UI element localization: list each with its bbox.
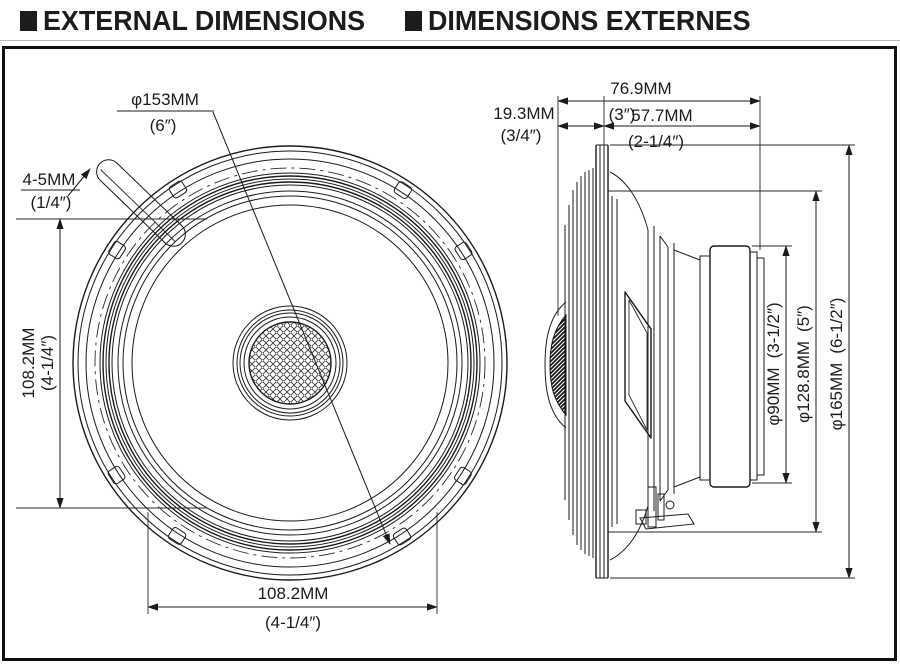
rim-notch [454,241,473,261]
dim-label-frame-diameter-in: (5″) [794,305,813,332]
rim-notch [107,465,126,485]
basket-vent-window-inner [628,299,648,431]
terminal-screw [665,500,675,510]
magnet-body [709,245,751,488]
leader-line [212,111,391,545]
front-view: φ153MM (6″) 4-5MM (1/4″) 108.2MM (4-1/4″… [16,90,508,632]
basket-top-curve [609,171,649,231]
page-title-en: EXTERNAL DIMENSIONS [43,5,366,36]
surround-ring [111,184,469,542]
dim-label-frame-diameter: φ128.8MM (5″) [794,305,813,423]
surround-ring [102,175,478,551]
dim-label-overall-diameter-side-in: (6-1/2″) [827,298,846,354]
front-grille-stack [564,168,594,558]
tweeter-ring [243,316,337,410]
title-bullet-square [20,11,37,31]
dim-mounting-height: 108.2MM (4-1/4″) [16,218,207,509]
dim-label-mounting-depth-in: (2-1/4″) [628,132,684,151]
rim-notch-tabs [107,180,473,546]
terminal-post-small [657,493,665,521]
tweeter-ring [239,312,341,414]
bolt-circle-centerline [94,167,486,559]
front-outer-rim-inner-circle [77,150,503,576]
page-title-fr: DIMENSIONS EXTERNES [427,5,751,36]
surround-ring [99,172,481,554]
rim-notch [167,527,187,545]
diagram-frame [2,46,897,661]
basket-step-line [659,235,669,248]
cone-neck-line [673,249,701,261]
surround-ring [122,195,458,531]
terminal-block [635,509,647,525]
basket-bottom-curve [609,505,649,561]
rim-notch [108,240,126,260]
dim-label-mounting-width-in: (4-1/4″) [265,613,321,632]
surround-rings [99,172,481,554]
title-bullet-square-fr [404,11,422,31]
mounting-flange [595,144,609,579]
magnet-back-plate [756,257,765,476]
dim-label-total-depth-mm: 76.9MM [610,79,671,98]
cone-neck-line [673,476,701,488]
dim-label-front-protrusion-mm: 19.3MM [493,104,554,123]
dim-label-overall-diameter-mm: φ153MM [131,90,199,109]
dim-label-magnet-diameter-in: (3-1/2″) [764,302,783,358]
header: EXTERNAL DIMENSIONS DIMENSIONS EXTERNES [20,4,880,38]
cone-edge-circle [131,204,449,522]
terminal-post [647,486,657,528]
dim-label-overall-diameter-side-mm: φ165MM [827,363,846,431]
dim-mounting-width: 108.2MM (4-1/4″) [147,512,438,632]
dim-label-overall-diameter-in: (6″) [150,116,177,135]
dim-magnet-diameter: φ90MM (3-1/2″) [752,245,792,484]
leader-line [67,168,91,197]
dim-label-clamp-in: (1/4″) [31,193,72,212]
rim-notch [168,180,188,199]
dim-label-clamp-mm: 4-5MM [23,170,76,189]
dim-depths: 76.9MM (3″) 19.3MM (3/4″) 57.7MM (2-1/4″… [493,79,761,316]
dim-label-magnet-diameter: φ90MM (3-1/2″) [764,302,783,425]
clamp-tab-edge [100,169,176,243]
side-view: 76.9MM (3″) 19.3MM (3/4″) 57.7MM (2-1/4″… [493,79,855,579]
front-outer-rim-circle [72,145,508,581]
rim-notch [454,466,472,486]
dim-label-total-depth-in: (3″) [609,105,636,124]
magnet-assembly [699,245,765,488]
clamp-tab [96,159,186,247]
front-mounting-ring-circle [85,158,495,568]
surround-ring [117,190,463,536]
dim-label-frame-diameter-mm: φ128.8MM [794,341,813,423]
magnet-spacer [699,255,711,481]
terminal-lug [639,513,695,530]
dim-label-mounting-width-mm: 108.2MM [258,584,329,603]
tweeter-ring [236,309,344,417]
dim-label-overall-diameter-side: φ165MM (6-1/2″) [827,298,846,431]
rim-notch [392,527,412,546]
dim-overall-diameter: φ153MM (6″) [117,90,391,545]
magnet-ring [749,251,758,481]
tweeter-protrusion [544,301,567,429]
tweeter-assembly [232,305,348,421]
rim-notch [393,181,413,199]
dim-overall-diameter-side: φ165MM (6-1/2″) [610,144,855,579]
dim-label-mounting-height-mm: 108.2MM [19,328,38,399]
surround-ring [108,181,472,545]
tweeter-protrusion-dome [549,313,567,417]
surround-ring [105,178,475,548]
dim-clamp-thickness: 4-5MM (1/4″) [21,168,91,212]
terminal-bracket [635,486,695,530]
tweeter-protrusion-outline [544,301,567,429]
tweeter-grille-mesh [248,321,332,405]
tweeter-ring [232,305,348,421]
dim-frame-diameter: φ128.8MM (5″) [608,190,822,533]
dim-label-mounting-height-in: (4-1/4″) [38,335,57,391]
basket-frame [609,171,701,561]
dim-label-mounting-depth-mm: 57.7MM [631,106,692,125]
header-divider [0,40,900,41]
basket-vent-window [624,291,652,439]
clamp-tab-body [96,159,186,247]
dim-label-front-protrusion-in: (3/4″) [501,126,542,145]
dim-label-magnet-diameter-mm: φ90MM [764,367,783,425]
